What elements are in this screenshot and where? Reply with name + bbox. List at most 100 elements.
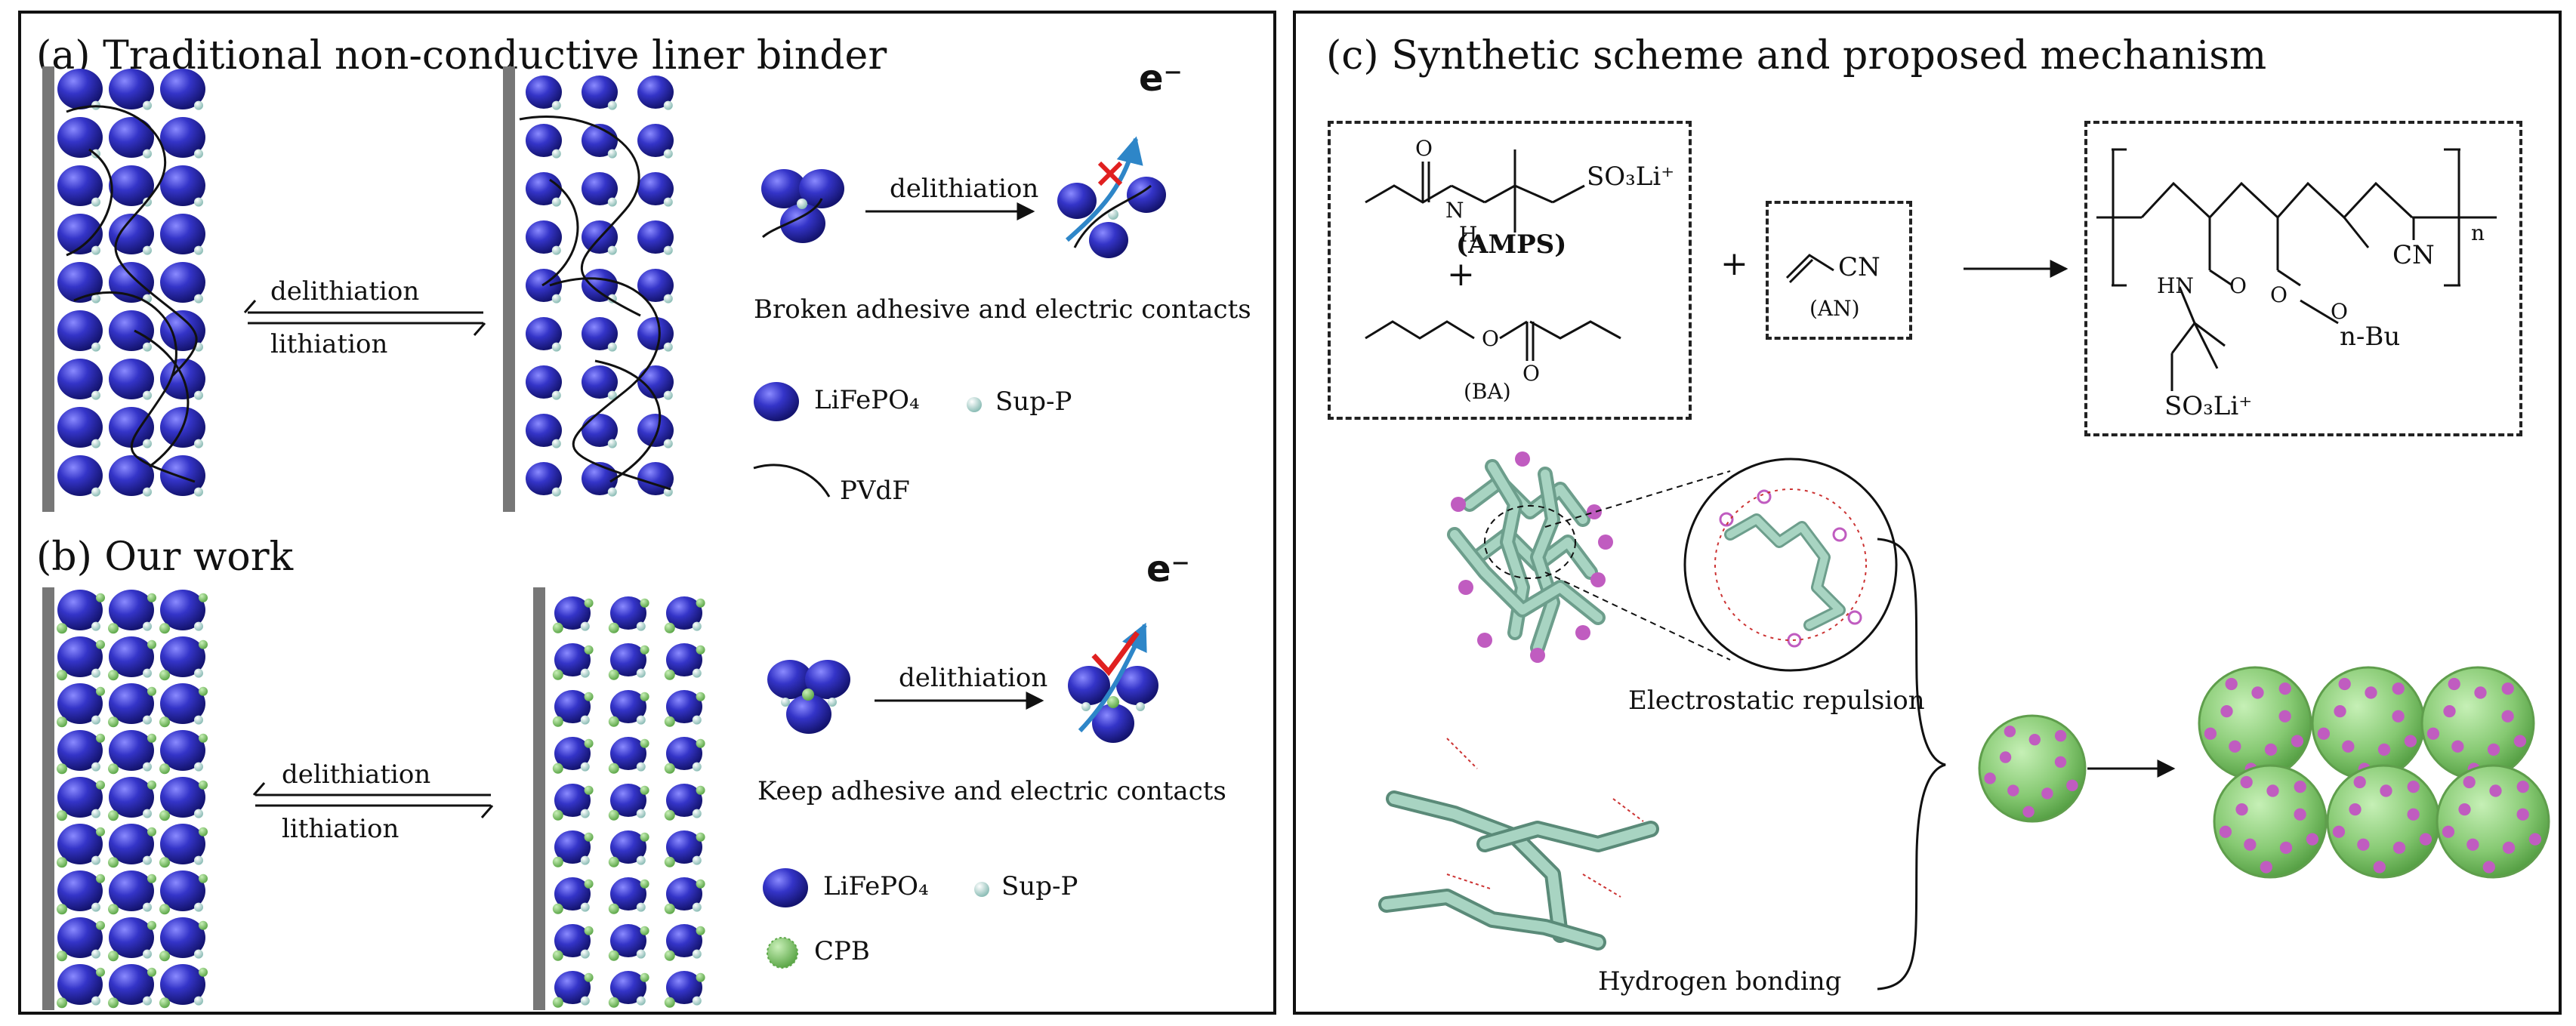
charge-site (1847, 610, 1862, 625)
supp-particle (692, 668, 702, 678)
lfp-particle (109, 214, 154, 254)
supp-particle (551, 100, 561, 110)
lfp-particle (109, 636, 154, 677)
supp-particle (143, 100, 152, 110)
charge-site (2349, 803, 2362, 816)
cpb-particle (159, 904, 170, 915)
supp-particle (663, 342, 673, 352)
supp-particle (607, 245, 617, 255)
cpb-particle (664, 763, 675, 774)
supp-particle (194, 902, 203, 912)
cpb-particle (552, 950, 563, 961)
cpb-particle (159, 951, 170, 962)
cpb-particle (199, 967, 208, 977)
supp-particle (91, 762, 100, 772)
lfp-particle (160, 590, 205, 630)
legend-lfp-label-b: LiFePO₄ (823, 871, 929, 901)
supp-particle (194, 809, 203, 818)
lfp-particle (57, 964, 103, 1005)
charge-site (2007, 784, 2019, 796)
panel-ab-graphics (42, 66, 1166, 1010)
panel-c-graphics (1365, 148, 2550, 991)
cpb-particle (640, 692, 649, 701)
cpb-particle (159, 716, 170, 728)
cpb-particle (608, 669, 619, 680)
lfp-particle (109, 590, 154, 630)
lfp-particle (109, 824, 154, 864)
lfp-particle (554, 690, 591, 723)
cpb-particle (664, 950, 675, 961)
an-name: (AN) (1809, 296, 1860, 321)
cpb-particle (696, 645, 705, 655)
cpb-particle (584, 972, 594, 982)
cpb-particle (199, 733, 208, 743)
lfp-particle (109, 870, 154, 911)
lfp-particle (610, 643, 646, 676)
zoom-chain (1719, 489, 1862, 648)
cpb-particle (664, 809, 675, 821)
lfp-particle (610, 971, 646, 1004)
lfp-particle (57, 165, 103, 206)
supp-particle (636, 715, 646, 725)
cpb-particle (57, 857, 67, 868)
lfp-particle (109, 359, 154, 399)
an-cn: CN (1838, 252, 1880, 282)
lfp-particle (57, 359, 103, 399)
panel-c: (c) Synthetic scheme and proposed mechan… (1293, 11, 2562, 1015)
supp-particle (91, 294, 100, 303)
lfp-particle (666, 924, 702, 957)
amps-o: O (1415, 136, 1433, 161)
cpb-particle (584, 738, 594, 748)
charge-site (2235, 803, 2248, 816)
cpb-particle (552, 997, 563, 1008)
supp-particle (143, 439, 152, 448)
lfp-particle (554, 737, 591, 770)
supp-particle (194, 762, 203, 772)
cpb-particle (108, 904, 119, 915)
polymer-cn: CN (2392, 240, 2435, 270)
charge-site (2474, 686, 2487, 699)
charge-site (2482, 861, 2495, 873)
supp-particle (194, 294, 203, 303)
cpb-particle (57, 810, 67, 821)
charge-site (2334, 705, 2346, 718)
cpb-particle (584, 879, 594, 889)
pvdf-chains-a (66, 105, 671, 491)
charge-site (1575, 625, 1590, 640)
lfp-particle (109, 777, 154, 818)
supp-particle (636, 996, 646, 1006)
charge-site (2443, 705, 2456, 718)
cpb-particle (159, 623, 170, 634)
lfp-particle (57, 870, 103, 911)
supp-particle (91, 342, 100, 352)
collector-b-left (42, 587, 54, 1010)
supp-particle (91, 668, 100, 678)
charge-site (2054, 729, 2067, 742)
supp-particle (143, 855, 152, 865)
supp-particle (194, 100, 203, 110)
lfp-grid-a-after (526, 75, 674, 497)
supp-particle (551, 294, 561, 303)
lfp-grid-b-after (552, 596, 705, 1008)
forward-label-a: delithiation (270, 276, 420, 307)
supp-particle (607, 100, 617, 110)
cpb-particle (147, 686, 156, 696)
electrostatic-label: Electrostatic repulsion (1628, 686, 1925, 716)
supp-particle (143, 668, 152, 678)
lfp-particle (637, 172, 674, 205)
cpb-particle (640, 832, 649, 842)
charge-site (2419, 833, 2433, 846)
supp-particle (194, 668, 203, 678)
supp-particle (692, 621, 702, 631)
supp-particle (692, 949, 702, 959)
charge-site (2466, 838, 2479, 851)
supp-particle (551, 342, 561, 352)
cpb-particle (199, 780, 208, 790)
supp-particle (607, 390, 617, 400)
lfp-particle (160, 824, 205, 864)
supp-particle (607, 197, 617, 207)
lfp-particle (637, 414, 674, 447)
supp-particle (194, 439, 203, 448)
legend-cpb-label: CPB (814, 936, 870, 966)
cpb-particle (584, 598, 594, 608)
